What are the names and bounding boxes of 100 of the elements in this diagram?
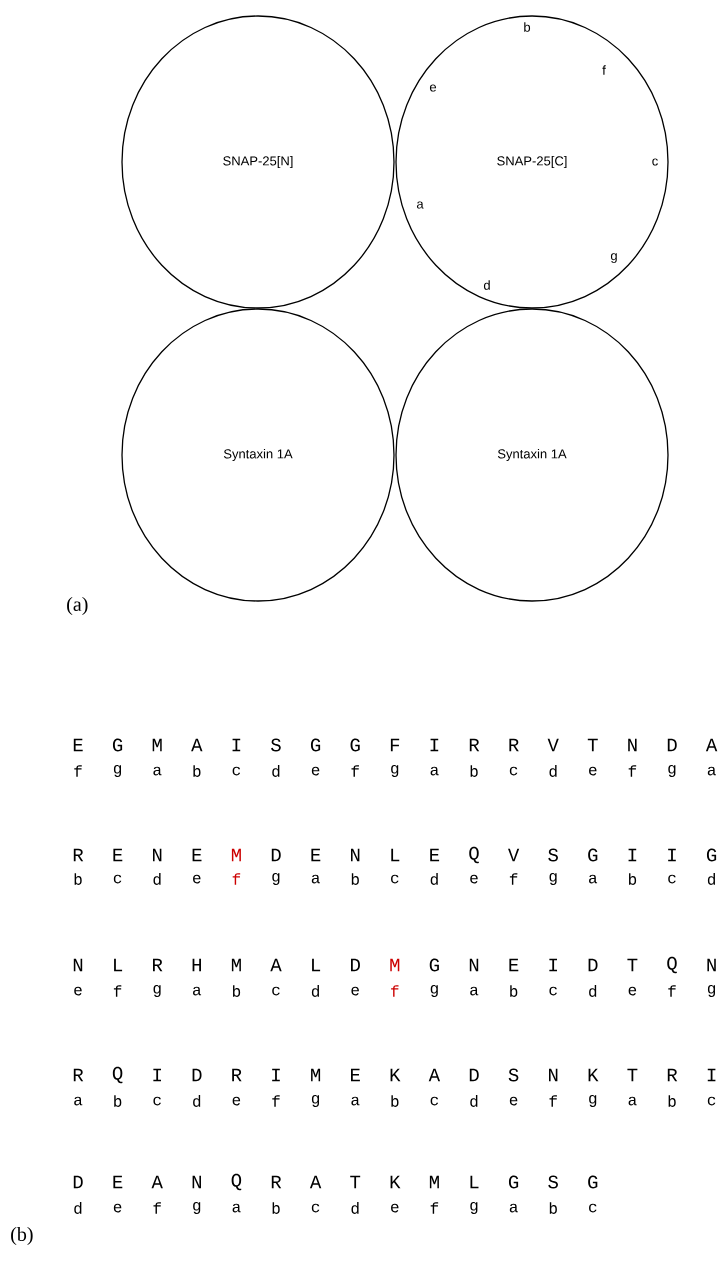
residue-letter: S [271, 738, 281, 752]
residue-letter: E [430, 848, 440, 862]
residue-letter: A [705, 738, 718, 752]
heptad-position: c [668, 874, 676, 884]
heptad-position: b [629, 873, 637, 885]
residue-letter: F [390, 738, 400, 752]
heptad-position: a [589, 874, 598, 884]
residue-letter: D [351, 958, 360, 972]
heptad-position: b [351, 873, 359, 885]
residue-letter: A [309, 1175, 322, 1189]
heptad-position: f [549, 1095, 557, 1107]
residue-letter: M [231, 848, 241, 862]
heptad-position: e [74, 986, 82, 996]
heptad-position: a [351, 1096, 360, 1106]
heptad-letter: d [483, 280, 490, 290]
heptad-position: d [193, 1095, 201, 1107]
heptad-position: c [153, 1096, 161, 1106]
heptad-position: a [193, 986, 202, 996]
heptad-position: f [74, 765, 82, 777]
heptad-position: b [549, 1202, 557, 1214]
residue-letter: D [192, 1068, 202, 1082]
residue-letter: S [548, 1175, 558, 1189]
residue-letter: A [270, 958, 282, 972]
heptad-position: d [430, 873, 438, 885]
heptad-position: f [430, 1202, 439, 1214]
residue-letter: D [271, 848, 281, 862]
heptad-position: f [153, 1202, 161, 1214]
heptad-position: g [272, 873, 280, 885]
residue-letter: K [588, 1068, 599, 1082]
residue-letter: Q [231, 1173, 242, 1191]
heptad-position: e [351, 986, 359, 996]
heptad-position: g [549, 873, 557, 885]
heptad-letter: c [652, 158, 658, 166]
residue-letter: M [231, 958, 241, 972]
heptad-position: b [233, 985, 241, 997]
heptad-position: e [311, 766, 320, 776]
heptad-position: e [232, 1096, 241, 1106]
residue-letter: N [707, 958, 716, 972]
residue-letter: H [192, 958, 201, 972]
residue-letter: R [232, 1068, 242, 1082]
heptad-position: d [549, 765, 557, 777]
heptad-position: d [74, 1202, 82, 1214]
residue-letter: G [112, 738, 123, 752]
heptad-position: c [430, 1096, 439, 1106]
residue-letter: G [508, 1175, 519, 1189]
residue-letter: L [470, 1175, 479, 1189]
heptad-position: d [470, 1095, 478, 1107]
residue-letter: D [588, 958, 598, 972]
residue-letter: L [391, 848, 400, 862]
residue-letter: E [311, 848, 321, 862]
residue-letter: N [549, 1068, 558, 1082]
residue-letter: K [390, 1175, 401, 1189]
residue-letter: G [706, 848, 717, 862]
heptad-position: g [589, 1095, 597, 1107]
residue-letter: I [272, 1068, 280, 1082]
residue-letter: E [509, 958, 519, 972]
residue-letter: D [667, 738, 677, 752]
heptad-position: g [391, 765, 399, 777]
residue-letter: D [469, 1068, 479, 1082]
residue-letter: D [73, 1175, 83, 1189]
heptad-position: a [311, 874, 320, 884]
residue-letter: M [152, 738, 162, 752]
residue-letter: T [587, 738, 598, 752]
heptad-letter: a [416, 201, 424, 209]
heptad-position: g [470, 1202, 478, 1214]
heptad-position: e [391, 1203, 399, 1213]
heptad-position: e [113, 1203, 122, 1213]
residue-letter: G [588, 1175, 598, 1189]
residue-letter: I [668, 848, 676, 862]
heptad-letter: g [610, 253, 617, 263]
heptad-position: e [509, 1096, 518, 1106]
heptad-position: g [668, 765, 676, 777]
residue-letter: G [588, 848, 598, 862]
residue-letter: A [191, 738, 203, 752]
heptad-position: c [589, 1203, 597, 1213]
heptad-position: c [549, 986, 557, 996]
residue-letter: Q [469, 846, 479, 864]
residue-letter: N [351, 848, 360, 862]
residue-letter: V [547, 738, 559, 752]
residue-letter: M [311, 1068, 321, 1082]
heptad-letter: f [602, 65, 606, 75]
residue-letter: I [232, 738, 241, 752]
heptad-position: e [193, 874, 201, 884]
residue-letter: L [312, 958, 321, 972]
heptad-position: f [628, 765, 637, 777]
heptad-position: g [430, 985, 438, 997]
residue-letter: G [429, 958, 439, 972]
heptad-position: a [470, 986, 479, 996]
heptad-position: b [668, 1095, 676, 1107]
heptad-position: f [668, 985, 676, 997]
heptad-position: c [509, 766, 518, 776]
heptad-position: e [589, 766, 597, 776]
residue-letter: R [153, 958, 163, 972]
residue-letter: E [113, 1175, 123, 1189]
residue-letter: S [548, 848, 558, 862]
heptad-position: e [470, 874, 478, 884]
heptad-position: b [510, 985, 518, 997]
residue-letter: I [707, 1068, 716, 1082]
residue-letter: M [429, 1175, 439, 1189]
heptad-position: a [232, 1203, 241, 1213]
